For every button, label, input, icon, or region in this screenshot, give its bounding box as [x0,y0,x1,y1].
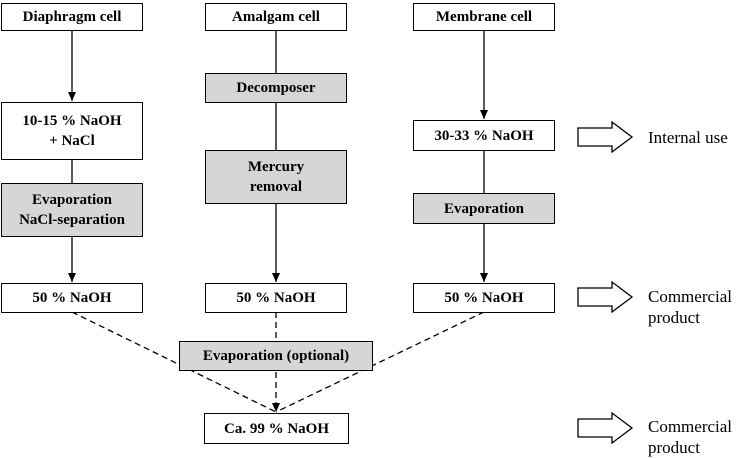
membrane-50-naoh-box: 50 % NaOH [413,283,555,313]
dashed-diaphragm-to-final [71,311,277,413]
dashed-membrane-to-final [275,311,485,413]
amalgam-cell-header: Amalgam cell [205,3,347,31]
amalgam-50-naoh-box: 50 % NaOH [205,283,347,313]
evaporation-optional-box: Evaporation (optional) [179,341,373,371]
diaphragm-evaporation-box: Evaporation NaCl-separation [1,183,143,237]
membrane-cell-header: Membrane cell [413,3,555,31]
mercury-removal-box: Mercury removal [205,150,347,204]
membrane-evaporation-box: Evaporation [413,193,555,224]
diaphragm-50-naoh-box: 50 % NaOH [1,283,143,313]
internal-use-label: Internal use [648,128,728,147]
output-arrow-commercial-1 [577,280,634,314]
diaphragm-naoh-nacl-box: 10-15 % NaOH + NaCl [1,102,143,160]
ca-99-naoh-box: Ca. 99 % NaOH [204,413,349,444]
diaphragm-cell-header: Diaphragm cell [1,3,143,31]
commercial-product-label-1: Commercial product [648,287,733,327]
membrane-30-33-naoh-box: 30-33 % NaOH [413,120,555,151]
commercial-product-label-2: Commercial product [648,417,733,457]
decomposer-box: Decomposer [205,73,347,103]
output-arrow-commercial-2 [577,411,634,445]
output-arrow-internal [577,120,634,154]
